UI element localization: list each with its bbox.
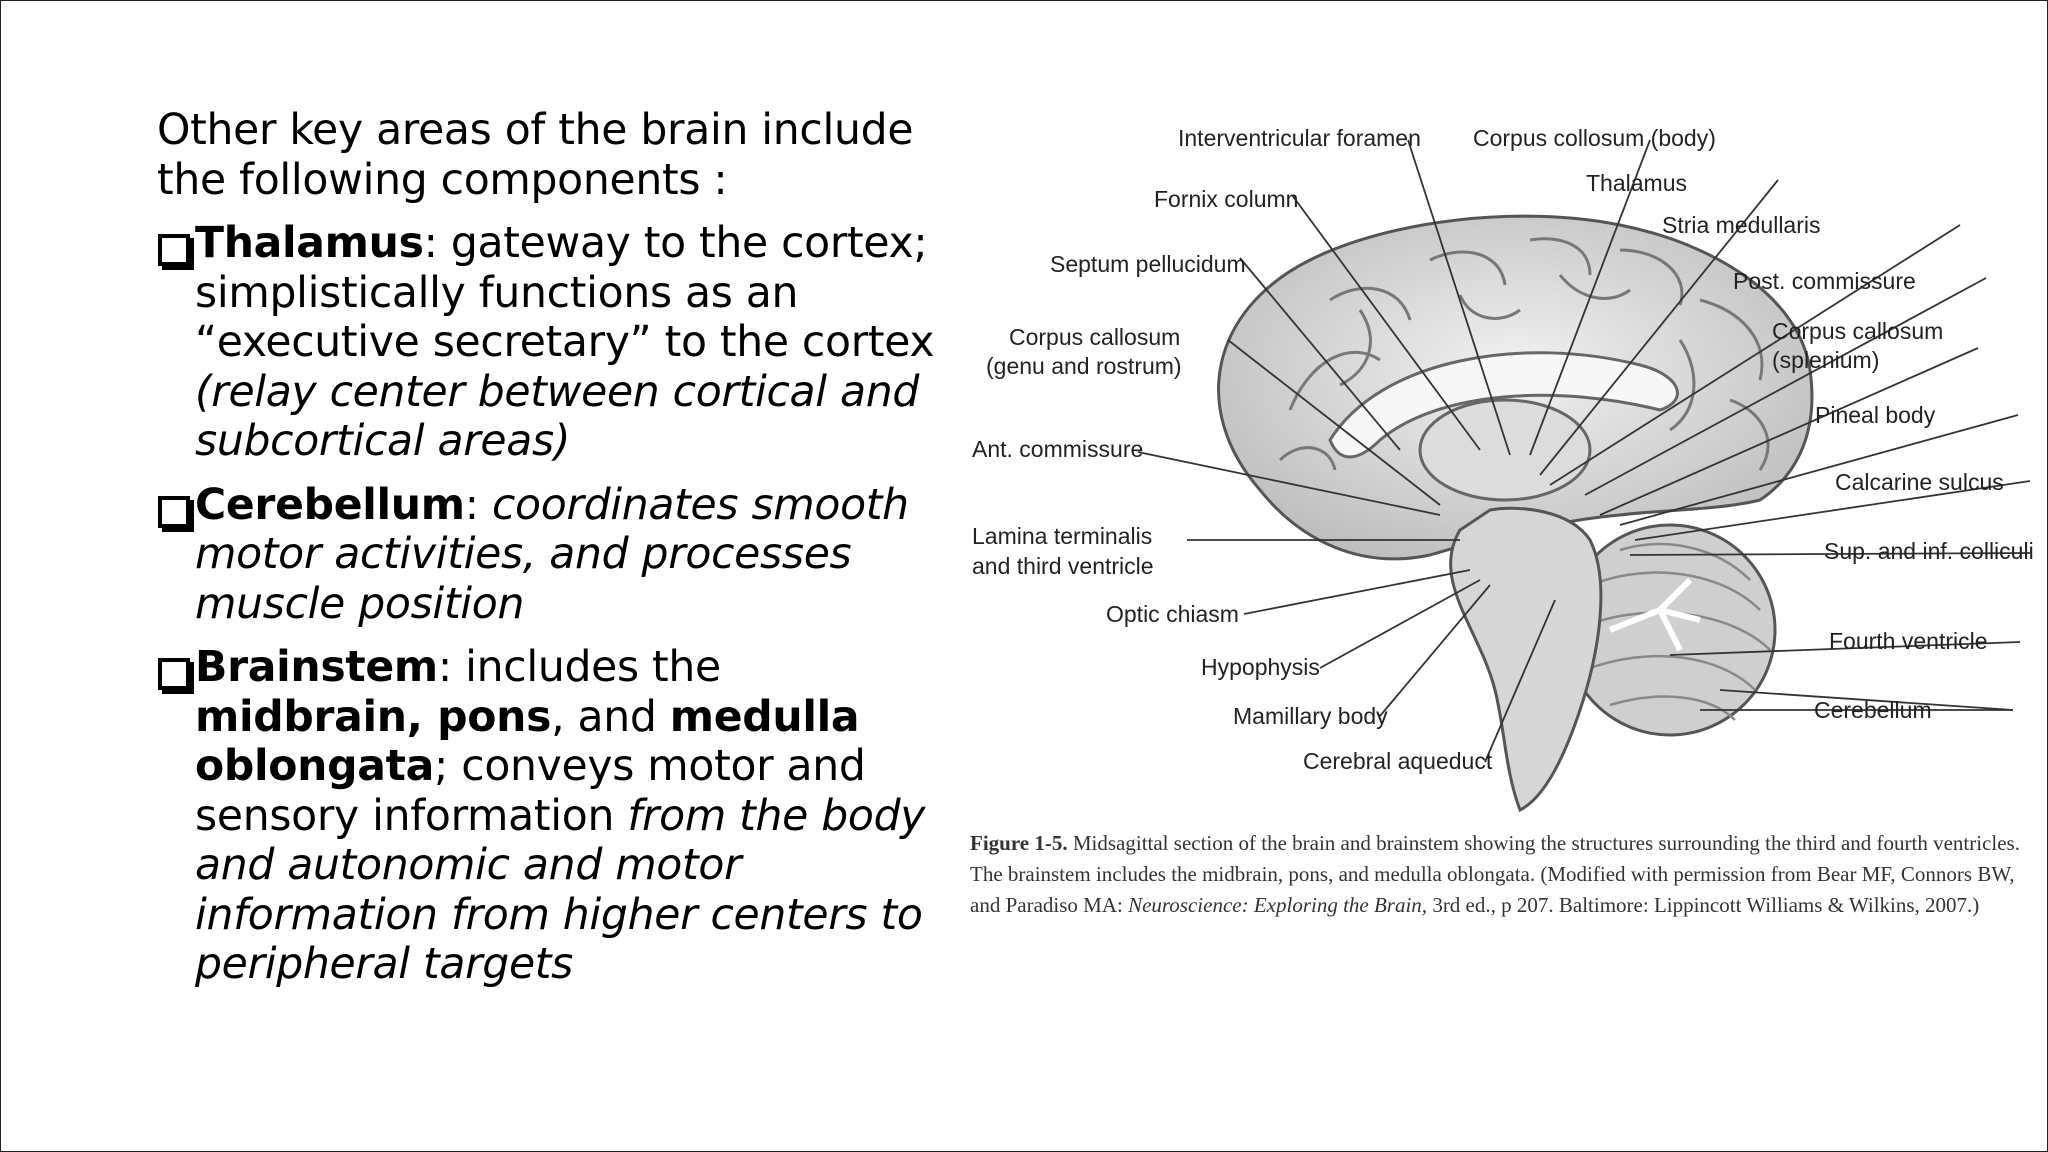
brainstem-shape bbox=[1449, 506, 1603, 813]
label-fornix-column: Fornix column bbox=[1154, 186, 1299, 212]
label-thalamus: Thalamus bbox=[1586, 170, 1687, 196]
label-corpus-callosum-splenium: Corpus callosum bbox=[1772, 318, 1944, 344]
label-corpus-callosum-genu: Corpus callosum bbox=[1009, 324, 1181, 350]
thalamus-desc: : gateway to the cortex; simplistically … bbox=[195, 219, 935, 367]
brain-illustration bbox=[1137, 139, 2030, 813]
label-mamillary-body: Mamillary body bbox=[1233, 703, 1388, 729]
caption-text-1: Midsagittal section of the brain and bra… bbox=[970, 831, 2020, 917]
brainstem-text-3: ; conveys motor and sensory information bbox=[195, 742, 866, 841]
label-lamina-terminalis-sub: and third ventricle bbox=[972, 553, 1154, 579]
brain-diagram: Interventricular foramen Corpus collosum… bbox=[960, 110, 2034, 830]
label-interventricular-foramen: Interventricular foramen bbox=[1178, 125, 1421, 151]
label-optic-chiasm: Optic chiasm bbox=[1106, 601, 1239, 627]
caption-book-title: Neuroscience: Exploring the Brain, bbox=[1128, 893, 1428, 917]
gyri-texture bbox=[1278, 237, 1770, 471]
brainstem-term: Brainstem bbox=[195, 643, 438, 692]
leader-lines bbox=[1137, 139, 2030, 763]
label-calcarine-sulcus: Calcarine sulcus bbox=[1835, 469, 2004, 495]
label-cerebral-aqueduct: Cerebral aqueduct bbox=[1303, 748, 1493, 774]
label-corpus-collosum-body: Corpus collosum (body) bbox=[1473, 125, 1716, 151]
label-post-commissure: Post. commissure bbox=[1733, 268, 1916, 294]
figure-caption: Figure 1-5. Midsagittal section of the b… bbox=[970, 828, 2030, 921]
corpus-callosum-shape bbox=[1328, 351, 1679, 459]
intro-text: Other key areas of the brain include the… bbox=[157, 106, 914, 205]
thalamus-shape bbox=[1418, 398, 1592, 502]
slide-text: Other key areas of the brain include the… bbox=[157, 106, 937, 1004]
cerebellum-colon: : bbox=[464, 480, 492, 530]
brainstem-text-2: , and bbox=[551, 692, 670, 742]
caption-text-2: 3rd ed., p 207. Baltimore: Lippincott Wi… bbox=[1427, 893, 1980, 917]
label-fourth-ventricle: Fourth ventricle bbox=[1829, 628, 1988, 654]
bullet-brainstem: Brainstem: includes the midbrain, pons, … bbox=[157, 643, 937, 990]
cerebellum-italic: coordinates smooth motor activities, and… bbox=[195, 480, 909, 629]
label-hypophysis: Hypophysis bbox=[1201, 654, 1320, 680]
cerebellum-term: Cerebellum bbox=[195, 480, 465, 530]
bullet-cerebellum: Cerebellum: coordinates smooth motor act… bbox=[157, 481, 937, 630]
label-corpus-callosum-genu-sub: (genu and rostrum) bbox=[986, 353, 1182, 379]
arbor-vitae bbox=[1608, 577, 1701, 652]
label-corpus-callosum-splenium-sub: (splenium) bbox=[1772, 347, 1880, 373]
bullet-thalamus: Thalamus: gateway to the cortex; simplis… bbox=[157, 219, 937, 467]
figure-label: Figure 1-5. bbox=[970, 831, 1068, 855]
brainstem-text-1: : includes the bbox=[437, 643, 721, 692]
label-septum-pellucidum: Septum pellucidum bbox=[1050, 251, 1246, 277]
label-pineal-body: Pineal body bbox=[1815, 402, 1936, 428]
brainstem-italic: from the body and autonomic and motor in… bbox=[195, 791, 926, 990]
thalamus-term: Thalamus bbox=[195, 219, 424, 268]
brainstem-bold-1: midbrain, pons bbox=[195, 692, 552, 742]
label-ant-commissure: Ant. commissure bbox=[972, 436, 1144, 462]
label-stria-medullaris: Stria medullaris bbox=[1662, 212, 1821, 238]
label-lamina-terminalis: Lamina terminalis bbox=[972, 523, 1153, 549]
brainstem-bold-2: medulla oblongata bbox=[195, 692, 860, 792]
label-cerebellum: Cerebellum bbox=[1814, 697, 1932, 723]
label-sup-inf-colliculi: Sup. and inf. colliculi bbox=[1824, 538, 2034, 564]
thalamus-italic: (relay center between cortical and subco… bbox=[195, 367, 920, 467]
